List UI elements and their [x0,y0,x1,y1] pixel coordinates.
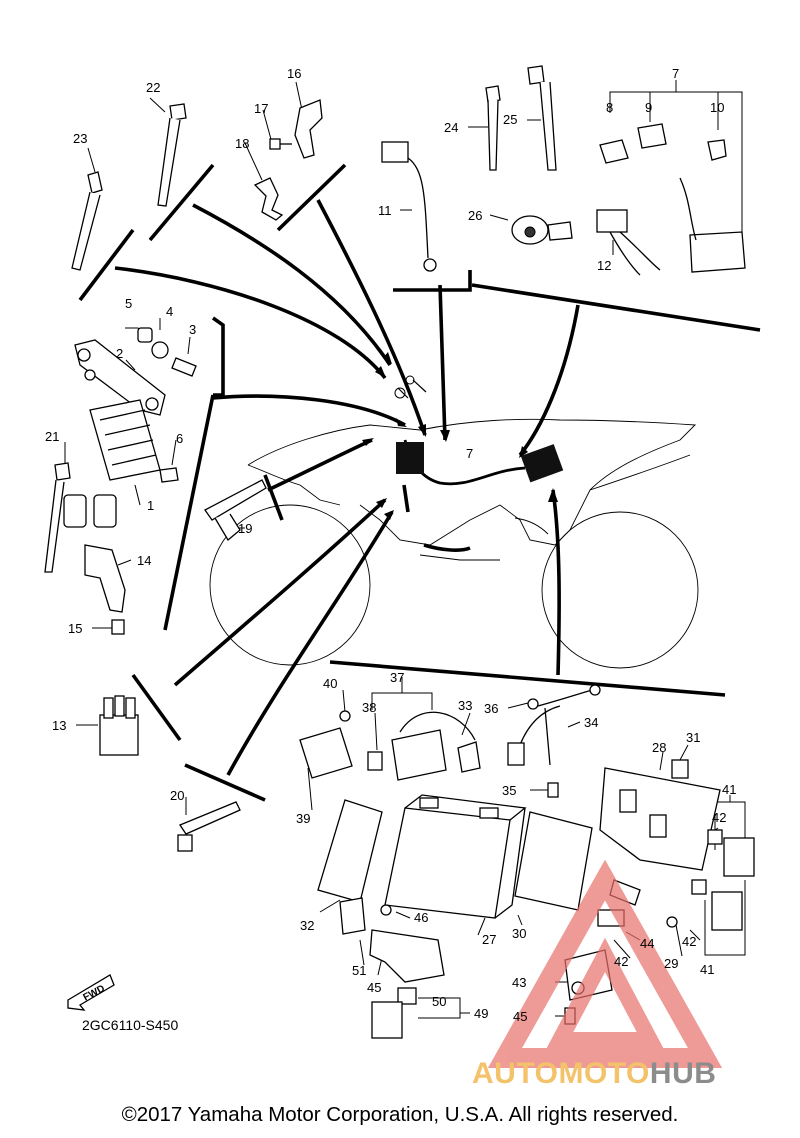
part-label-48: 46 [414,910,428,925]
part-label-3: 3 [189,322,196,337]
part-label-22: 22 [146,80,160,95]
part-label-49: 49 [474,1006,488,1021]
part-label-45: 45 [513,1009,527,1024]
watermark-logo [487,859,723,1068]
part-label-27: 27 [482,932,496,947]
wire-harness-on-bike [394,375,564,552]
part-label-40: 40 [323,676,337,691]
part-label-42a: 42 [712,810,726,825]
part-label-7: 7 [672,66,679,81]
watermark-text-a: AUTOMOTO [472,1057,650,1090]
part-label-5: 5 [125,296,132,311]
watermark-text: AUTOMOTOHUB [472,1057,716,1091]
part-label-8: 8 [606,100,613,115]
part-label-9: 9 [645,100,652,115]
part-label-13: 13 [52,718,66,733]
diagram-code: 2GC6110-S450 [82,1017,179,1033]
part-label-2: 2 [116,346,123,361]
part-label-17: 17 [254,101,268,116]
part-label-42b: 42 [682,934,696,949]
part-label-28: 28 [652,740,666,755]
part-label-14: 14 [137,553,151,568]
part-label-41b: 41 [700,962,714,977]
part-label-39: 39 [296,811,310,826]
part-label-21: 21 [45,429,59,444]
part-label-12: 12 [597,258,611,273]
fwd-arrow: FWD [67,974,115,1011]
part-label-43: 43 [512,975,526,990]
part-label-36: 36 [484,701,498,716]
part-label-34: 34 [584,715,598,730]
part-labels: 22 23 16 17 18 11 24 25 26 7 8 9 10 12 5… [45,66,736,1024]
part-label-33: 33 [458,698,472,713]
part-label-19: 19 [238,521,252,536]
motorcycle-outline [209,418,699,669]
part-label-50: 50 [432,994,446,1009]
part-label-23: 23 [73,131,87,146]
part-label-32: 32 [300,918,314,933]
parts [44,65,755,1039]
part-label-15: 15 [68,621,82,636]
part-label-4: 4 [166,304,173,319]
part-label-35: 35 [502,783,516,798]
part-label-24: 24 [444,120,458,135]
part-label-26: 26 [468,208,482,223]
part-label-25: 25 [503,112,517,127]
part-label-51: 51 [352,963,366,978]
part-label-30: 30 [512,926,526,941]
part-label-37: 37 [390,670,404,685]
fwd-label: FWD [81,983,106,1003]
part-label-31: 31 [686,730,700,745]
part-label-18: 18 [235,136,249,151]
part-label-16: 16 [287,66,301,81]
part-label-7b: 7 [466,446,473,461]
part-label-1: 1 [147,498,154,513]
group-brackets [78,163,761,802]
part-label-20: 20 [170,788,184,803]
part-label-47: 45 [367,980,381,995]
part-label-11: 11 [378,203,392,218]
part-label-6: 6 [176,431,183,446]
leader-arrows [114,199,580,776]
part-label-29: 29 [664,956,678,971]
copyright-notice: ©2017 Yamaha Motor Corporation, U.S.A. A… [121,1103,679,1126]
part-label-44: 42 [614,954,628,969]
watermark-text-b: HUB [649,1057,717,1090]
part-label-46: 44 [640,936,654,951]
part-label-10: 10 [710,100,724,115]
part-label-38: 38 [362,700,376,715]
part-label-41a: 41 [722,782,736,797]
